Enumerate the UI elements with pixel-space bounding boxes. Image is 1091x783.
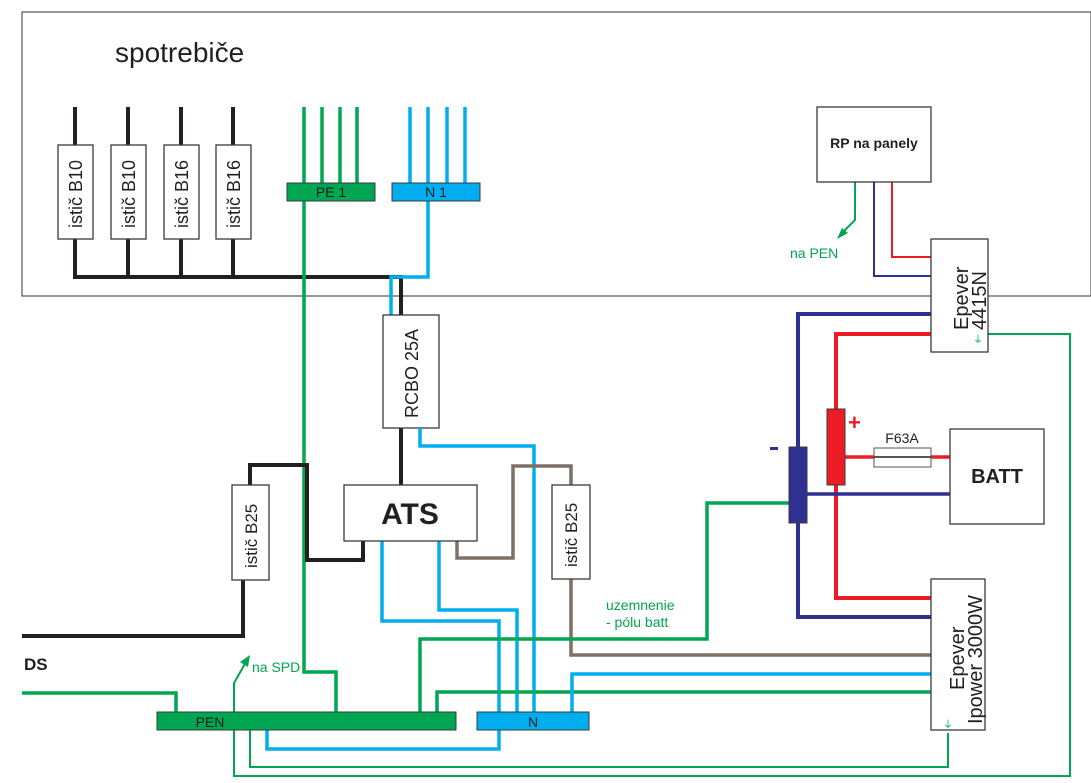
breaker-3-label: istič B16: [172, 160, 192, 228]
breaker-4: istič B16: [215, 144, 252, 240]
ats-neutral-2-wire: [437, 541, 519, 712]
ds-label: DS: [24, 655, 48, 674]
inverter-positive-wire: [834, 485, 932, 600]
pen-busbar: PEN: [156, 711, 457, 731]
pe1-label: PE 1: [316, 184, 347, 200]
n-busbar: N: [476, 711, 590, 731]
ats-label: ATS: [381, 498, 439, 531]
pen-label: PEN: [196, 714, 225, 730]
pen-n-bridge-wire: [265, 729, 501, 751]
phase-wires-top: [73, 107, 403, 485]
n1-busbar: N 1: [391, 182, 481, 202]
consumers-title: spotrebiče: [115, 37, 244, 68]
rp-box: RP na panely: [816, 106, 932, 183]
n1-to-rcbo-wire: [389, 200, 430, 315]
spd-arrow-icon: [233, 655, 250, 712]
rcbo-label: RCBO 25A: [402, 329, 422, 418]
n1-feeders: [408, 107, 467, 183]
charger-label-2: 4415N: [969, 271, 991, 330]
spd-note: na SPD: [252, 659, 300, 675]
breaker-1-label: istič B10: [66, 160, 86, 228]
grid-breaker-to-ats-wire: [248, 463, 365, 562]
breaker-2-label: istič B10: [119, 160, 139, 228]
grid-phase-wire: [22, 580, 245, 638]
inverter-breaker: istič B25: [551, 484, 591, 580]
ats: ATS: [343, 484, 478, 542]
charger-negative-wire: [796, 312, 932, 447]
pv-negative-wire: [873, 182, 932, 277]
inverter-negative-wire: [796, 523, 932, 619]
pv-positive-wire: [891, 182, 932, 258]
n1-label: N 1: [425, 184, 447, 200]
inverter-ground-wire: [249, 729, 949, 768]
minus-sign: [770, 447, 778, 450]
breaker-3: istič B16: [163, 144, 200, 240]
rp-pen-arrow-icon: [837, 182, 856, 239]
inverter-breaker-label: istič B25: [562, 503, 581, 567]
pe-main-wire: [302, 200, 338, 712]
battery: BATT: [949, 428, 1045, 525]
charger-ground-wire: [233, 333, 1071, 777]
rcbo-neutral-out-wire: [418, 428, 536, 712]
inverter-label-2: Ipower 3000W: [965, 595, 987, 724]
breaker-2: istič B10: [110, 144, 147, 240]
ground-note-line1: uzemnenie: [606, 597, 675, 613]
ats-neutral-1-wire: [380, 541, 501, 712]
inverter-ac-out-wire: [569, 578, 932, 657]
inverter-ground-icon: ⏚: [943, 719, 953, 731]
ats-brown-wire: [455, 464, 573, 560]
battery-ground-wire: [418, 501, 791, 712]
fuse-label: F63A: [885, 430, 919, 446]
rp-label: RP na panely: [830, 135, 918, 151]
breaker-4-label: istič B16: [224, 160, 244, 228]
charger-positive-wire: [834, 332, 932, 409]
ground-note-line2: - pólu batt: [606, 614, 668, 630]
pe1-busbar: PE 1: [286, 182, 376, 202]
rcbo: RCBO 25A: [382, 314, 440, 429]
inverter-pe-wire: [435, 690, 932, 712]
grid-breaker: istič B25: [231, 484, 270, 581]
positive-busbar: +: [826, 408, 861, 486]
plus-sign: +: [848, 410, 861, 435]
charger-ground-icon: ⏚: [973, 334, 983, 346]
inverter: Epever Ipower 3000W ⏚: [930, 578, 987, 731]
rp-pen-note: na PEN: [790, 245, 838, 261]
n-label: N: [528, 714, 538, 730]
ds-pen-wire: [22, 691, 178, 712]
inverter-neutral-wire: [570, 672, 932, 712]
battery-label: BATT: [971, 466, 1023, 488]
grid-breaker-label: istič B25: [242, 504, 261, 568]
negative-busbar: [770, 446, 808, 524]
inverter-label-1: Epever: [947, 626, 969, 690]
fuse: F63A: [873, 430, 932, 468]
charger-label-1: Epever: [951, 266, 973, 330]
breaker-1: istič B10: [57, 144, 94, 240]
charger: Epever 4415N ⏚: [930, 238, 991, 353]
pe1-feeders: [302, 107, 359, 183]
